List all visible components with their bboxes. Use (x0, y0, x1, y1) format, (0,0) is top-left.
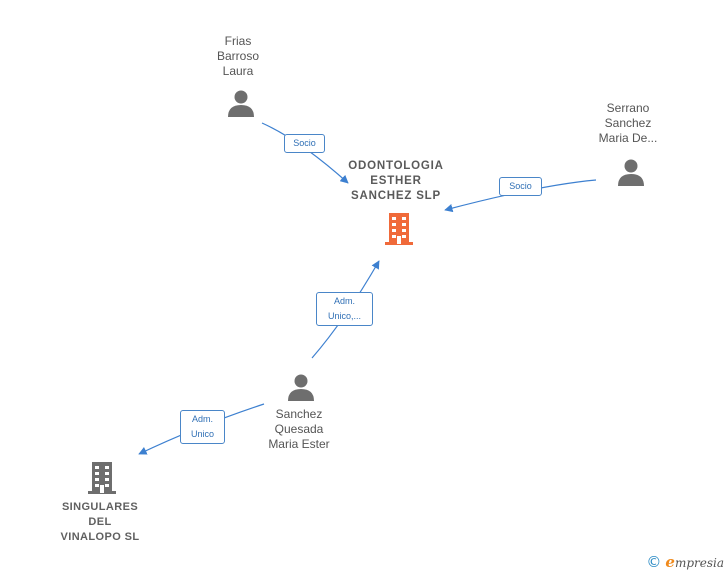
person-label-frias[interactable]: Frias Barroso Laura (198, 34, 278, 79)
edge-label-text: Adm. (333, 296, 355, 306)
person-name-line: Sanchez (275, 407, 323, 421)
edge-label-text: Adm. (191, 414, 213, 424)
person-icon[interactable] (286, 372, 316, 402)
person-name-line: Maria De... (598, 131, 658, 145)
building-icon[interactable] (86, 461, 118, 495)
copyright-icon: © (646, 553, 662, 571)
company-name-line: DEL (88, 516, 112, 528)
person-name-line: Maria Ester (268, 437, 330, 451)
edge-label-sanchez-adm-main: Adm. Unico,... (316, 292, 373, 326)
edge-label-frias-socio: Socio (284, 134, 325, 153)
person-label-sanchez-quesada[interactable]: Sanchez Quesada Maria Ester (254, 407, 344, 452)
edge-label-text: Unico,... (327, 311, 361, 321)
person-icon[interactable] (616, 157, 646, 187)
person-label-serrano[interactable]: Serrano Sanchez Maria De... (583, 101, 673, 146)
main-company-line: ESTHER (370, 175, 422, 187)
person-name-line: Barroso (216, 49, 260, 63)
edge-label-text: Socio (293, 138, 316, 148)
person-name-line: Serrano (606, 101, 650, 115)
edge-label-serrano-socio: Socio (499, 177, 542, 196)
person-name-line: Quesada (274, 422, 324, 436)
brand-rest: mpresia (674, 556, 724, 570)
person-name-line: Sanchez (604, 116, 652, 130)
brand-logo: © empresia (646, 553, 724, 571)
edge-label-text: Unico (190, 429, 214, 439)
main-company-label[interactable]: ODONTOLOGIA ESTHER SANCHEZ SLP (336, 159, 456, 204)
brand-e: e (665, 553, 675, 571)
main-company-line: ODONTOLOGIA (348, 160, 444, 172)
building-icon[interactable] (383, 212, 415, 246)
company-name-line: VINALOPO SL (60, 531, 140, 543)
company-label-singulares[interactable]: SINGULARES DEL VINALOPO SL (50, 500, 150, 545)
edge-label-text: Socio (509, 181, 532, 191)
person-name-line: Frias (224, 34, 252, 48)
person-name-line: Laura (222, 64, 254, 78)
brand-wordmark: empresia (665, 553, 724, 571)
edge-label-sanchez-adm-singulares: Adm. Unico (180, 410, 225, 444)
main-company-line: SANCHEZ SLP (351, 190, 441, 202)
person-icon[interactable] (226, 88, 256, 118)
company-name-line: SINGULARES (61, 501, 139, 513)
